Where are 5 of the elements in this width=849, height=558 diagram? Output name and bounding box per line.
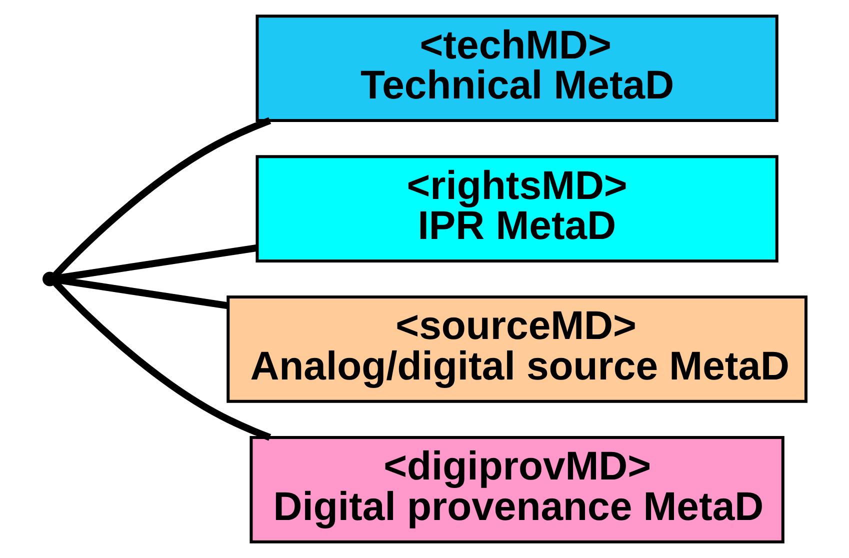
node-box: <digiprovMD> Digital provenance MetaD bbox=[249, 436, 784, 544]
node-box: <sourceMD> Analog/digital source MetaD bbox=[226, 296, 807, 403]
node-point bbox=[42, 272, 57, 286]
node-box: <techMD> Technical MetaD bbox=[255, 14, 778, 122]
node-box: <rightsMD> IPR MetaD bbox=[255, 155, 778, 262]
